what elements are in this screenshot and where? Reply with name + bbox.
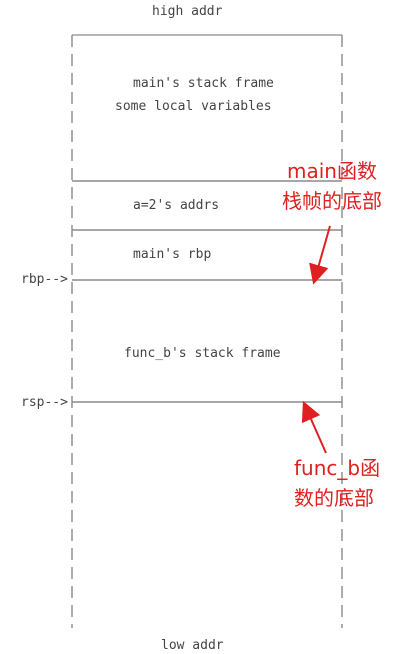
rsp-pointer-label: rsp-->	[21, 395, 68, 410]
low-addr-label: low addr	[161, 638, 224, 653]
func-bottom-arrow	[301, 400, 327, 454]
func-bottom-annotation-line1: func_b函	[294, 456, 381, 480]
high-addr-label: high addr	[152, 4, 223, 19]
main-bottom-annotation-line1: main函数	[287, 159, 377, 183]
saved-rbp-label: main's rbp	[133, 247, 212, 262]
local-vars-label: some local variables	[115, 99, 272, 114]
func-frame-label: func_b's stack frame	[124, 346, 281, 361]
main-frame-label: main's stack frame	[133, 76, 274, 91]
main-bottom-arrow	[309, 225, 331, 285]
addr-label: a=2's addrs	[133, 198, 220, 213]
rbp-pointer-label: rbp-->	[21, 272, 68, 287]
func-bottom-annotation-line2: 数的底部	[294, 486, 374, 510]
main-bottom-annotation-line2: 栈帧的底部	[282, 189, 382, 213]
